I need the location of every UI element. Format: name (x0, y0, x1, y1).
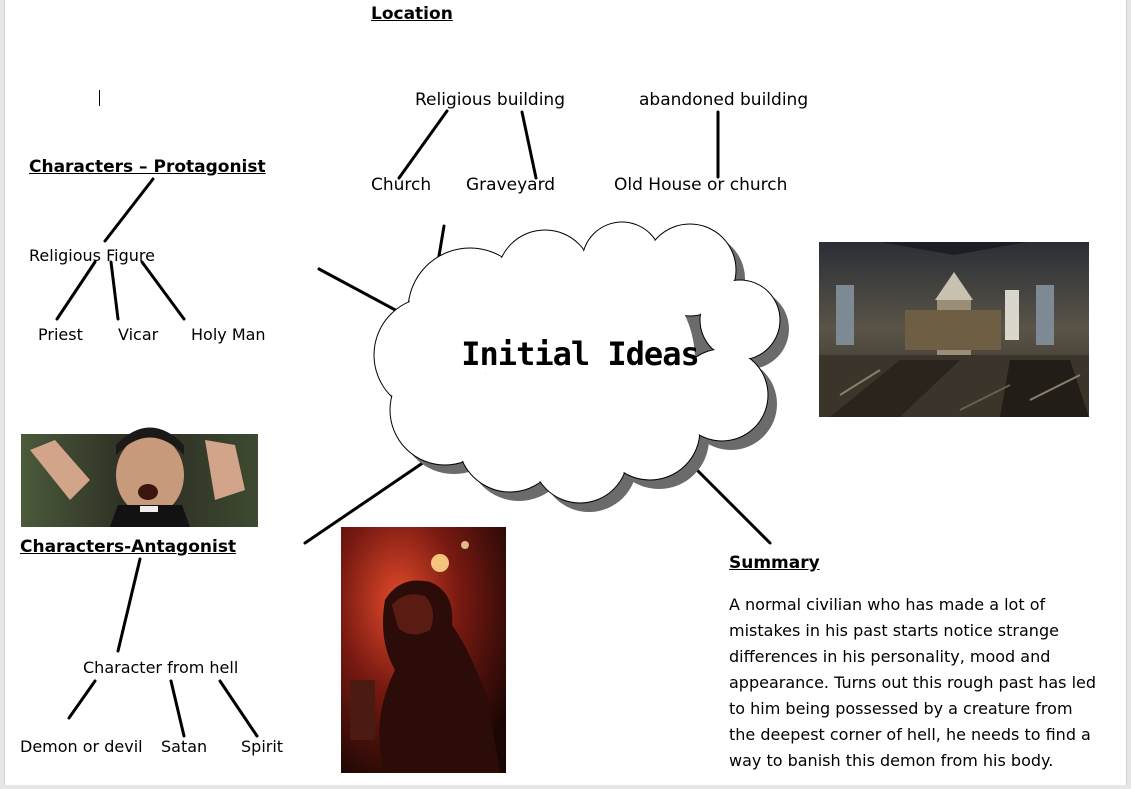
church-label: Church (371, 175, 431, 195)
spirit-label: Spirit (241, 737, 283, 756)
summary-heading: Summary (729, 553, 820, 573)
priest-label: Priest (38, 325, 83, 344)
demon-label: Demon or devil (20, 737, 143, 756)
abandoned-building-label: abandoned building (639, 90, 808, 110)
religious-building-label: Religious building (415, 90, 565, 110)
character-from-hell-label: Character from hell (83, 658, 238, 677)
antagonist-heading: Characters-Antagonist (20, 537, 236, 557)
priest-photo (21, 428, 258, 528)
church-interior-photo (819, 242, 1089, 417)
demon-photo (341, 527, 506, 773)
religious-figure-label: Religious Figure (29, 246, 155, 265)
protagonist-heading: Characters – Protagonist (29, 157, 266, 177)
holy-man-label: Holy Man (191, 325, 266, 344)
initial-ideas-title: Initial Ideas (461, 335, 698, 373)
vicar-label: Vicar (118, 325, 158, 344)
old-house-label: Old House or church (614, 175, 787, 195)
summary-body: A normal civilian who has made a lot of … (729, 592, 1099, 774)
location-heading: Location (371, 4, 453, 24)
graveyard-label: Graveyard (466, 175, 555, 195)
text-cursor (99, 90, 100, 106)
satan-label: Satan (161, 737, 207, 756)
